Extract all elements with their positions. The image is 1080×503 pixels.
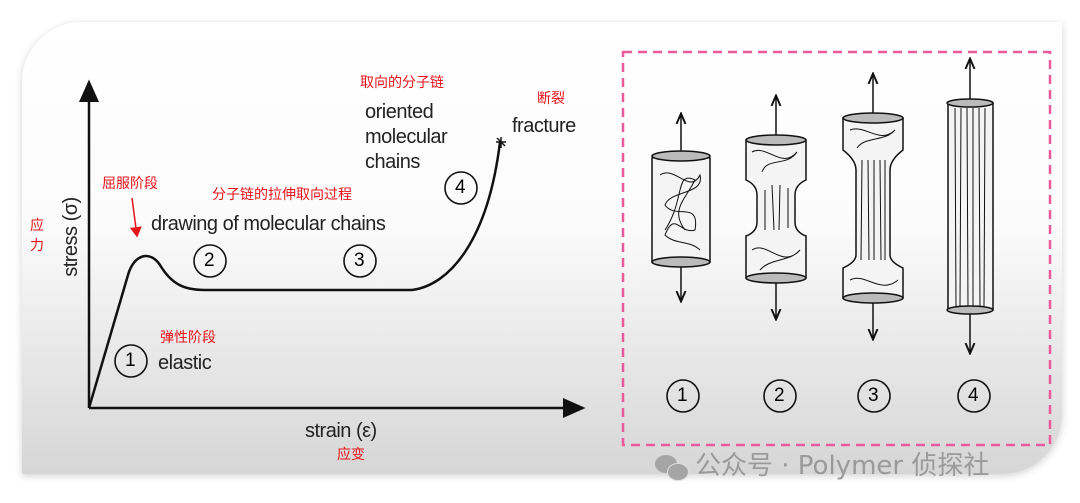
drawing-cn-label: 分子链的拉伸取向过程 — [212, 187, 352, 203]
stage-marker-2: 2 — [204, 250, 215, 271]
oriented-chains-label: oriented molecular chains — [365, 100, 448, 175]
oriented-line-3: chains — [365, 151, 420, 173]
specimen-number-1: 1 — [677, 385, 688, 406]
oriented-line-2: molecular — [365, 126, 448, 148]
x-axis-label: strain (ε) — [305, 420, 377, 442]
y-axis-label: stress (σ) — [60, 197, 82, 277]
specimen-1 — [651, 115, 711, 300]
axes — [79, 79, 586, 418]
oriented-line-1: oriented — [365, 101, 434, 123]
yield-cn-label: 屈服阶段 — [102, 176, 158, 192]
stage-marker-4-circle — [444, 171, 478, 205]
fracture-star — [496, 137, 506, 148]
x-axis-cn-label: 应变 — [337, 447, 365, 463]
stage-marker-3-circle — [343, 244, 377, 278]
stress-strain-curve — [87, 141, 502, 409]
y-axis-cn-label: 应力 — [30, 218, 44, 254]
specimen-number-2-circle — [763, 379, 797, 413]
watermark: 公众号 · Polymer 侦探社 — [655, 445, 989, 482]
specimen-number-1-circle — [666, 379, 700, 413]
specimen-2 — [745, 97, 807, 318]
specimen-number-4-circle — [957, 379, 991, 413]
fracture-label: fracture — [512, 115, 576, 137]
watermark-text: 公众号 · Polymer 侦探社 — [695, 451, 990, 481]
specimen-3 — [842, 75, 904, 338]
stage-marker-1-circle — [114, 344, 148, 378]
wechat-icon — [655, 454, 689, 481]
specimen-number-3-circle — [857, 379, 891, 413]
stage-marker-3: 3 — [354, 250, 365, 271]
dashed-box — [621, 50, 1052, 447]
elastic-label: elastic — [158, 352, 212, 374]
elastic-cn-label: 弹性阶段 — [160, 330, 216, 346]
oriented-chains-cn-label: 取向的分子链 — [360, 75, 444, 91]
stage-marker-4: 4 — [455, 177, 466, 198]
specimen-number-2: 2 — [774, 385, 785, 406]
specimen-number-4: 4 — [968, 385, 979, 406]
stage-marker-2-circle — [193, 244, 227, 278]
stage-marker-1: 1 — [125, 350, 136, 371]
yield-arrow — [129, 197, 142, 238]
specimen-4 — [946, 60, 994, 352]
specimen-number-3: 3 — [868, 385, 879, 406]
fracture-cn-label: 断裂 — [537, 91, 565, 107]
drawing-label: drawing of molecular chains — [151, 213, 386, 235]
